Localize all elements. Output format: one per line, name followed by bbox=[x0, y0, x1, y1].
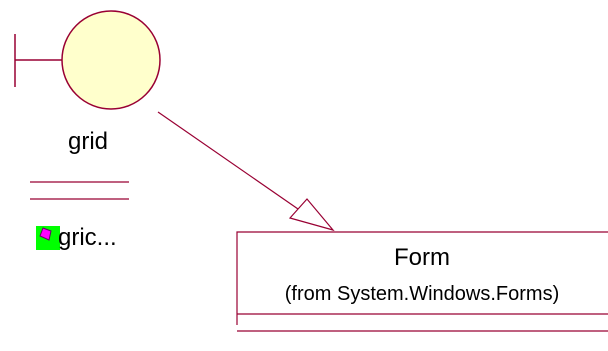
boundary-icon-circle bbox=[61, 10, 161, 110]
form-class-border bbox=[236, 231, 608, 325]
private-attribute-icon bbox=[36, 226, 60, 250]
form-class-box[interactable] bbox=[236, 231, 608, 332]
grid-class-name: grid bbox=[67, 128, 109, 155]
attribute-icon-diamond bbox=[39, 227, 52, 241]
generalization-line bbox=[157, 111, 312, 219]
grid-attribute-label: gric... bbox=[58, 224, 117, 251]
grid-attribute-row[interactable]: gric... bbox=[36, 224, 117, 252]
boundary-icon[interactable] bbox=[14, 10, 161, 110]
form-class-name: Form bbox=[394, 244, 450, 271]
generalization-arrowhead bbox=[288, 198, 335, 232]
form-package-note: (from System.Windows.Forms) bbox=[284, 283, 560, 305]
generalization-arrow[interactable] bbox=[157, 111, 335, 232]
